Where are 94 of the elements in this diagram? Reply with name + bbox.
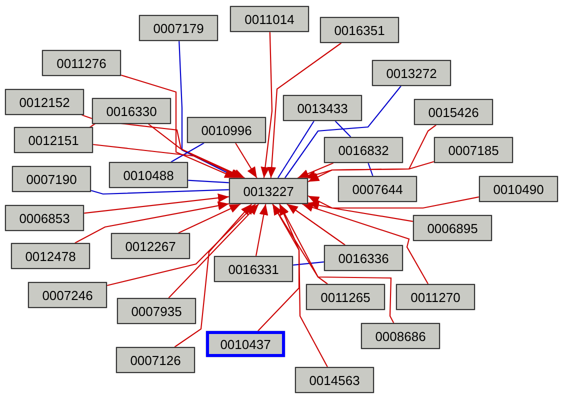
arrow — [235, 142, 258, 178]
id-box — [187, 117, 266, 143]
arrow — [168, 204, 260, 298]
arrow — [178, 204, 241, 234]
id-box — [434, 137, 513, 163]
id-label: 0012151 — [28, 132, 79, 148]
id-label: 0014563 — [309, 372, 360, 388]
id-box — [11, 243, 90, 269]
arrow — [84, 193, 230, 214]
id-box — [413, 215, 492, 241]
id-label: 0010488 — [123, 168, 174, 182]
id-box — [479, 176, 558, 202]
id-label: 0013272 — [386, 66, 437, 80]
id-box — [139, 15, 218, 41]
id-label: 0007126 — [130, 352, 181, 368]
id-box — [324, 245, 403, 271]
id-box — [5, 89, 84, 115]
id-label: 0012267 — [125, 238, 176, 254]
arrow — [308, 200, 414, 222]
id-label: 0015426 — [428, 104, 479, 120]
arrow — [272, 204, 394, 324]
id-box — [116, 347, 195, 373]
id-box — [230, 6, 309, 32]
id-box — [229, 178, 308, 204]
arrow — [302, 203, 429, 284]
id-label: 0016351 — [334, 22, 385, 38]
id-label: 0012152 — [19, 94, 70, 110]
id-box — [414, 99, 493, 125]
id-label: 0016330 — [106, 104, 157, 118]
id-box — [295, 367, 374, 393]
id-box — [42, 50, 121, 76]
id-box — [28, 282, 107, 308]
id-box — [5, 205, 84, 231]
id-box — [396, 284, 475, 310]
id-label: 0016331 — [228, 262, 279, 276]
id-label: 0016336 — [338, 250, 389, 266]
id-label: 0007644 — [352, 182, 403, 196]
id-box — [109, 162, 188, 188]
arrow — [120, 74, 236, 178]
id-label: 0011276 — [56, 56, 106, 70]
id-box — [283, 95, 362, 121]
id-label: 0006853 — [19, 210, 70, 226]
id-box — [372, 60, 451, 86]
id-label: 0011270 — [410, 290, 460, 304]
arrow — [106, 204, 256, 286]
arrow — [279, 204, 328, 284]
id-label: 0012478 — [25, 248, 76, 264]
id-label: 0007190 — [26, 172, 77, 186]
id-box — [338, 176, 417, 202]
connector-line — [334, 120, 352, 138]
id-box — [214, 256, 293, 282]
connector-line — [170, 142, 204, 162]
id-label: 0007935 — [131, 304, 182, 318]
id-box — [117, 298, 196, 324]
id-label: 0007179 — [153, 20, 204, 36]
arrow — [258, 204, 300, 332]
id-label: 0016832 — [338, 142, 389, 158]
id-box — [361, 323, 440, 349]
arrow — [272, 204, 328, 368]
arrow — [174, 204, 252, 348]
id-box — [92, 98, 171, 124]
id-box — [111, 233, 190, 259]
id-label: 0011014 — [244, 12, 294, 26]
id-label: 0008686 — [375, 328, 426, 344]
id-label: 0006895 — [427, 220, 478, 236]
id-label: 0007185 — [448, 142, 499, 158]
arrow — [260, 32, 273, 178]
connector-line — [188, 180, 230, 184]
arrow — [308, 161, 434, 182]
id-box — [320, 17, 399, 43]
arrow — [92, 144, 243, 178]
arrow — [74, 201, 230, 244]
id-box — [206, 331, 285, 357]
connector-line — [368, 162, 374, 176]
id-label: 0013227 — [243, 184, 294, 198]
arrow — [267, 42, 342, 178]
id-label: 0010490 — [493, 182, 544, 196]
connector-line — [284, 86, 402, 178]
id-label: 0010437 — [220, 336, 271, 352]
id-box — [14, 127, 93, 153]
id-box — [12, 166, 91, 192]
arrow — [297, 162, 334, 178]
arrow — [286, 204, 346, 246]
id-label: 0007246 — [42, 288, 93, 302]
arrow — [255, 204, 268, 256]
id-label: 0011265 — [320, 290, 370, 304]
id-label: 0010996 — [201, 122, 252, 138]
arrow — [308, 195, 480, 209]
id-box — [306, 284, 385, 310]
id-label: 0013433 — [297, 100, 348, 116]
id-box — [324, 137, 403, 163]
connector-line — [90, 189, 230, 195]
connector-line — [292, 261, 324, 266]
connector-line — [277, 120, 314, 178]
